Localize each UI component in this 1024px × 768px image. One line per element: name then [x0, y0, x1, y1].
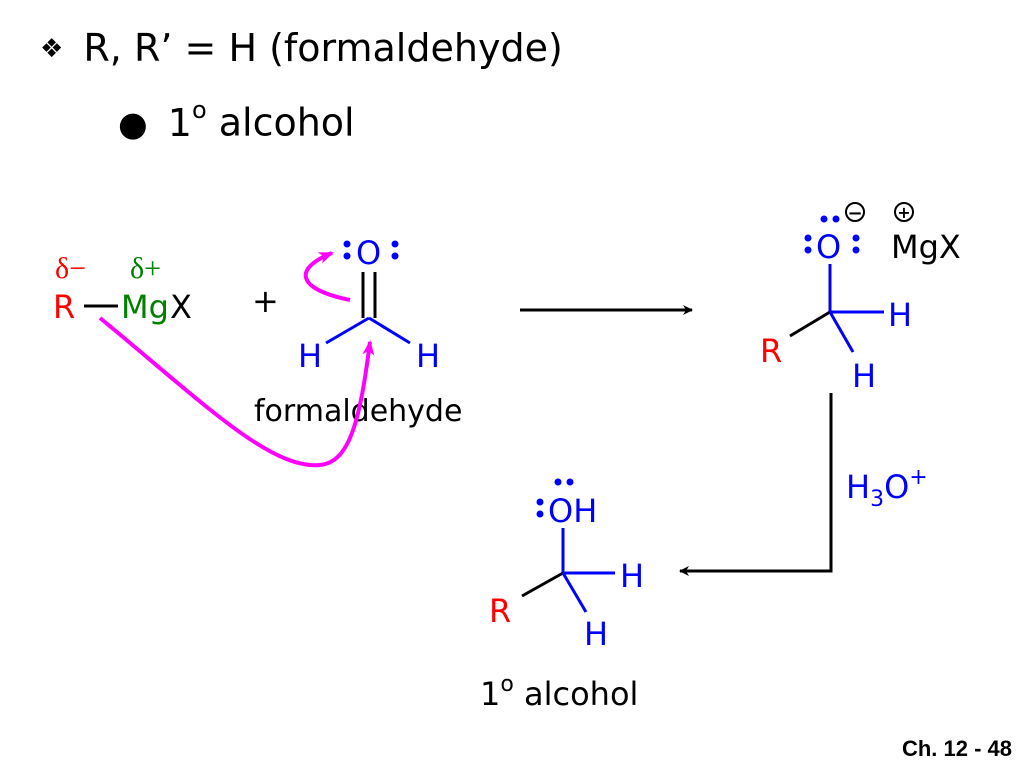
c-h-bond-2: [561, 572, 588, 613]
delta-minus-label: δ−: [55, 252, 86, 285]
positive-charge-icon: [894, 202, 914, 222]
lone-pair-dot: [343, 252, 351, 260]
ch-bond-right: [368, 316, 411, 345]
workup-arrow: [679, 393, 833, 576]
formaldehyde-h-left: H: [298, 337, 322, 375]
lone-pair-dot: [852, 246, 860, 254]
product-h1: H: [620, 557, 644, 595]
bullet-2-num: 1: [167, 100, 192, 145]
negative-charge-sign: −: [847, 203, 862, 224]
primary-alcohol-product: OH R H H 1o alcohol: [480, 478, 644, 713]
lone-pair-dot: [554, 478, 562, 486]
c-r-bond: [521, 571, 564, 598]
grignard-reagent: δ− δ+ R Mg X: [53, 252, 192, 326]
lone-pair-dot: [820, 215, 828, 223]
lone-pair-dot: [804, 234, 812, 242]
lone-pair-dot: [852, 234, 860, 242]
formaldehyde-molecule: O H H formaldehyde: [254, 234, 462, 429]
intermediate-h1: H: [888, 296, 912, 334]
formaldehyde-h-right: H: [416, 337, 440, 375]
product-oh: OH: [548, 492, 597, 530]
product-r: R: [489, 592, 511, 630]
product-h2: H: [584, 615, 608, 653]
bullet-line-1: ❖ R, R’ = H (formaldehyde): [40, 26, 563, 70]
lone-pair-dot: [536, 498, 544, 506]
dot-bullet-icon: ●: [118, 104, 148, 145]
bullet-2-rest: alcohol: [206, 100, 355, 145]
reagent-r: R: [53, 288, 75, 326]
intermediate-oxygen: O: [816, 228, 841, 266]
lone-pair-dot: [536, 510, 544, 518]
bullet-2-sup: o: [191, 96, 207, 124]
intermediate-mgx: MgX: [891, 228, 961, 266]
delta-plus-label: δ+: [130, 252, 161, 285]
alkoxide-intermediate: O − + MgX R H H: [760, 202, 961, 395]
negative-charge-icon: [845, 202, 865, 222]
product-label: 1o alcohol: [480, 672, 638, 713]
lone-pair-dot: [804, 246, 812, 254]
lone-pair-dot: [832, 215, 840, 223]
reagent-mg: Mg: [121, 288, 169, 326]
intermediate-h2: H: [852, 357, 876, 395]
reagent-x: X: [170, 288, 192, 326]
lone-pair-dot: [343, 240, 351, 248]
intermediate-r: R: [760, 332, 782, 370]
bullet-1-text: R, R’ = H (formaldehyde): [83, 26, 563, 70]
page-number: Ch. 12 - 48: [901, 736, 1012, 761]
plus-sign: +: [252, 282, 279, 320]
workup-reagent: H3O+: [846, 465, 928, 512]
c-r-bond: [789, 310, 831, 338]
c-h-bond-2: [828, 311, 855, 353]
lone-pair-dot: [566, 478, 574, 486]
diamond-bullet-icon: ❖: [40, 34, 64, 64]
ch-bond-left: [325, 316, 370, 345]
curved-arrow-pi-bond: [303, 251, 351, 302]
positive-charge-sign: +: [897, 203, 910, 222]
lone-pair-dot: [391, 240, 399, 248]
curved-arrow-nucleophile: [98, 316, 375, 468]
formaldehyde-oxygen: O: [356, 234, 381, 272]
lone-pair-dot: [391, 252, 399, 260]
bullet-line-2: ● 1o alcohol: [118, 96, 355, 145]
